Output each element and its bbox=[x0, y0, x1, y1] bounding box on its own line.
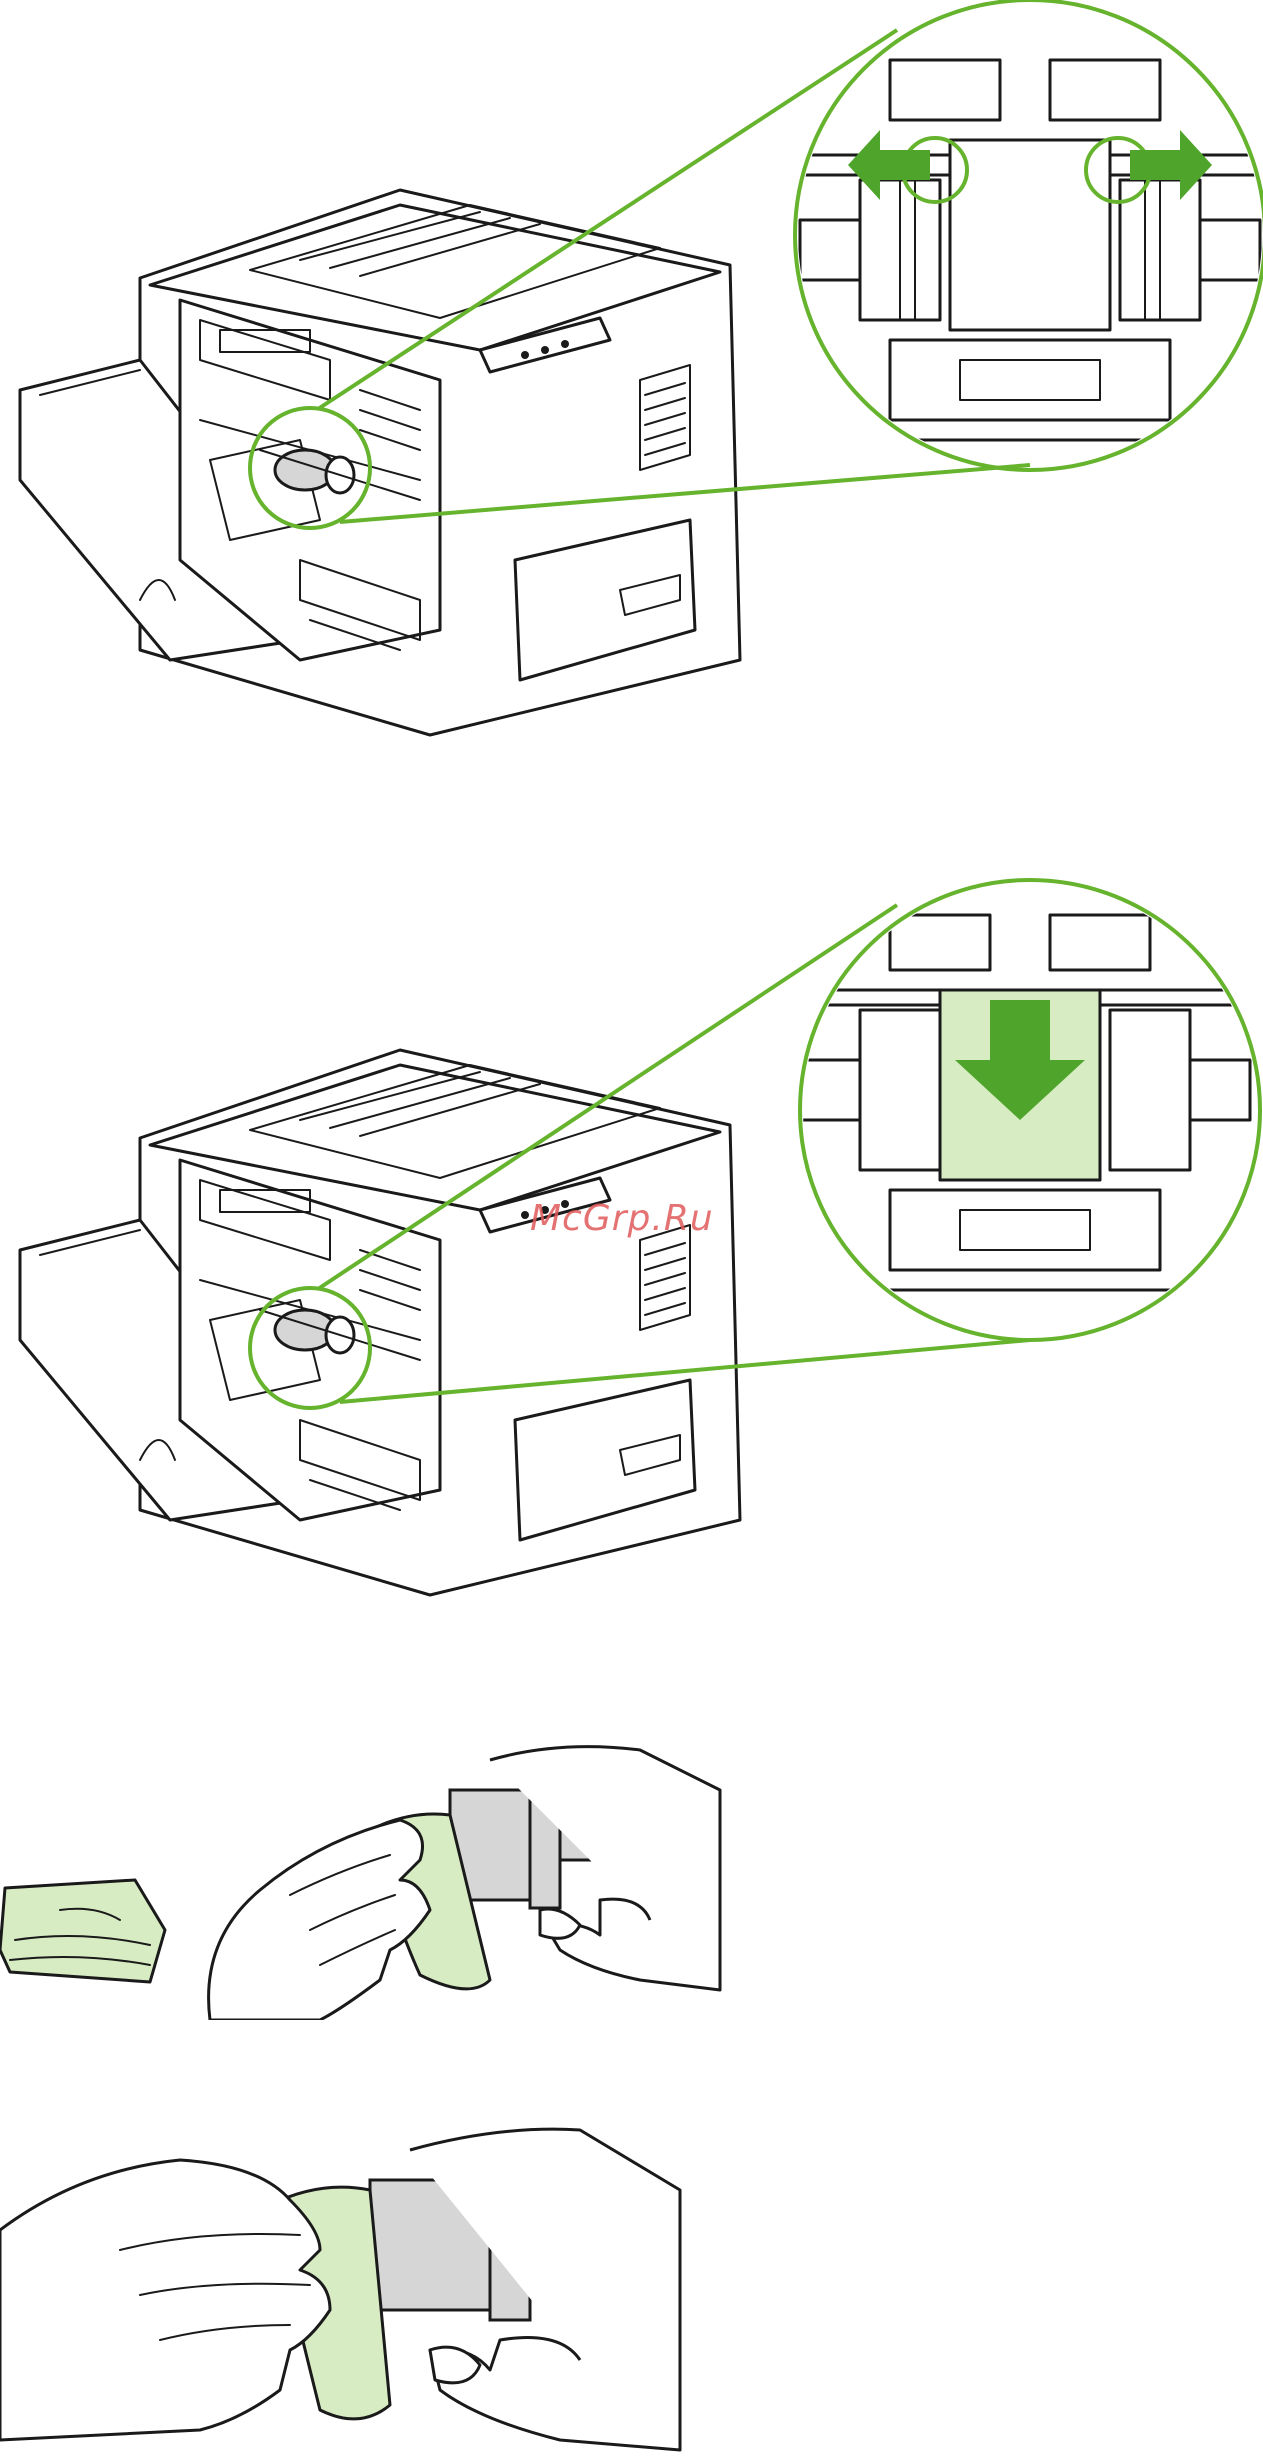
printer-icon bbox=[20, 190, 740, 735]
hands-cleaning-roller-icon bbox=[209, 1747, 720, 2020]
folded-cloth-icon bbox=[0, 1880, 165, 1982]
step-2-illustration bbox=[0, 860, 1263, 1620]
watermark-text: McGrp.Ru bbox=[530, 1198, 714, 1239]
step-3-illustration bbox=[0, 1720, 1263, 2020]
step-1-illustration bbox=[0, 0, 1263, 790]
hands-cleaning-roller-icon bbox=[0, 2129, 680, 2450]
printer-icon bbox=[20, 1050, 740, 1595]
step-4-illustration bbox=[0, 2110, 1263, 2456]
